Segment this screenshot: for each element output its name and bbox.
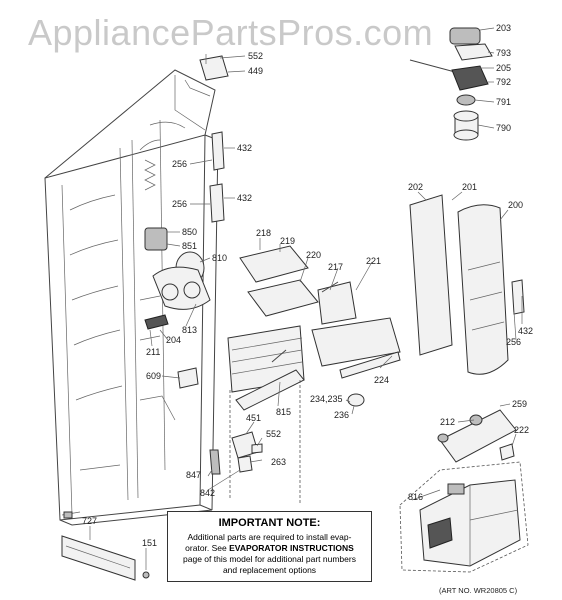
label-842: 842 xyxy=(200,488,215,498)
label-219: 219 xyxy=(280,236,295,246)
label-234-235: 234,235 xyxy=(310,394,343,404)
evaporator-instructions-text: EVAPORATOR INSTRUCTIONS xyxy=(229,543,354,553)
label-449: 449 xyxy=(248,66,263,76)
label-212: 212 xyxy=(440,417,455,427)
note-line-2-text: orator. See xyxy=(185,543,230,553)
bottom-middle-parts xyxy=(209,431,263,475)
label-451: 451 xyxy=(246,413,261,423)
label-851: 851 xyxy=(182,241,197,251)
label-792: 792 xyxy=(496,77,511,87)
art-number: (ART NO. WR20805 C) xyxy=(439,586,518,595)
label-204: 204 xyxy=(166,335,181,345)
duct-covers xyxy=(409,194,525,375)
note-line-1: Additional parts are required to install… xyxy=(187,532,352,542)
label-236: 236 xyxy=(334,410,349,420)
label-259: 259 xyxy=(512,399,527,409)
label-222: 222 xyxy=(514,425,529,435)
label-151: 151 xyxy=(142,538,157,548)
label-816: 816 xyxy=(408,492,423,502)
label-552-bottom: 552 xyxy=(266,429,281,439)
label-256-middle: 256 xyxy=(172,199,187,209)
label-263: 263 xyxy=(271,457,286,467)
label-552-top: 552 xyxy=(248,51,263,61)
label-847: 847 xyxy=(186,470,201,480)
label-791: 791 xyxy=(496,97,511,107)
fan-assembly xyxy=(144,227,211,389)
label-221: 221 xyxy=(366,256,381,266)
label-211: 211 xyxy=(146,347,160,357)
important-note-box: IMPORTANT NOTE: Additional parts are req… xyxy=(167,511,372,582)
label-256-right: 256 xyxy=(506,337,521,347)
label-220: 220 xyxy=(306,250,321,260)
watermark-text: AppliancePartsPros.com xyxy=(28,12,434,53)
label-609: 609 xyxy=(146,371,161,381)
label-813: 813 xyxy=(182,325,197,335)
evaporator-assembly xyxy=(227,245,401,505)
label-224: 224 xyxy=(374,375,389,385)
label-793: 793 xyxy=(496,48,511,58)
label-205: 205 xyxy=(496,63,511,73)
machine-compartment-parts xyxy=(399,409,529,573)
leader-lines xyxy=(89,27,523,570)
label-810: 810 xyxy=(212,253,227,263)
label-218: 218 xyxy=(256,228,271,238)
brackets-upper xyxy=(199,54,229,223)
label-432-upper: 432 xyxy=(237,143,252,153)
label-200: 200 xyxy=(508,200,523,210)
label-256-upper: 256 xyxy=(172,159,187,169)
label-850: 850 xyxy=(182,227,197,237)
label-217: 217 xyxy=(328,262,343,272)
top-right-parts xyxy=(409,27,493,141)
label-790: 790 xyxy=(496,123,511,133)
note-line-3: page of this model for additional part n… xyxy=(183,554,356,564)
label-201: 201 xyxy=(462,182,477,192)
label-432-right: 432 xyxy=(518,326,533,336)
note-line-4: and replacement options xyxy=(222,565,317,575)
cabinet-body xyxy=(44,69,219,526)
part-labels: 203 793 205 792 791 790 552 449 432 256 … xyxy=(82,23,533,548)
note-body: Additional parts are required to install… xyxy=(168,532,371,576)
label-815: 815 xyxy=(276,407,291,417)
label-432-middle: 432 xyxy=(237,193,252,203)
note-line-2: orator. See EVAPORATOR INSTRUCTIONS xyxy=(172,543,367,554)
kickplate xyxy=(61,535,150,581)
note-title: IMPORTANT NOTE: xyxy=(218,517,321,529)
label-202: 202 xyxy=(408,182,423,192)
label-203: 203 xyxy=(496,23,511,33)
label-727: 727 xyxy=(82,516,97,526)
